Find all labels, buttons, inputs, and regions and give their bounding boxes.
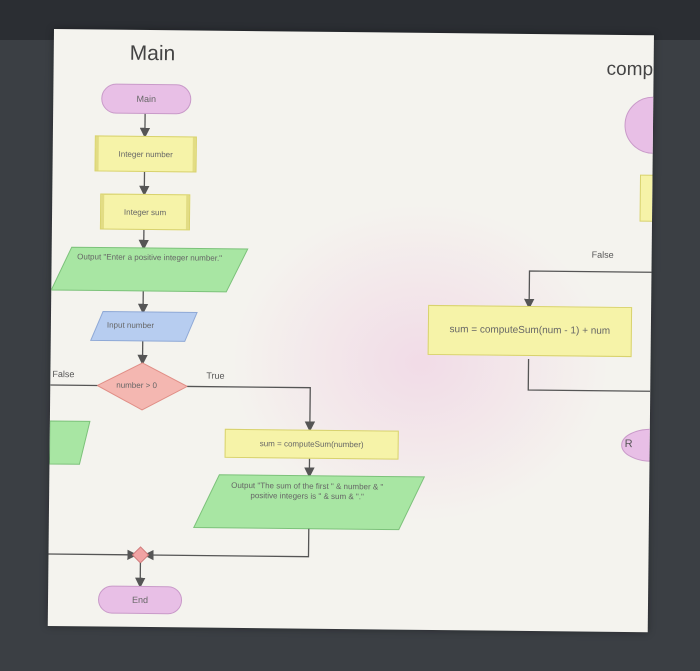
end-label: End <box>131 594 149 606</box>
flowchart-lines <box>48 96 654 589</box>
true-branch-line <box>187 385 316 432</box>
declare-sum-box: Integer sum <box>99 193 191 231</box>
decision-text: number > 0 <box>116 380 158 391</box>
input-number-shape <box>89 311 198 342</box>
output-result-shape <box>192 474 426 531</box>
compute-false-line <box>524 270 652 310</box>
main-start-label: Main <box>136 93 157 105</box>
input-number-text: Input number <box>106 320 155 331</box>
compute-declare-partial <box>639 174 654 222</box>
compute-assign-box: sum = computeSum(num - 1) + num <box>427 304 633 358</box>
declare-number-label: Integer number <box>118 149 173 159</box>
compute-title: comp <box>606 58 654 81</box>
compute-start-partial <box>624 96 654 154</box>
output-result-text: Output "The sum of the first " & number … <box>231 480 384 502</box>
merge-connector <box>131 546 150 564</box>
decision-shape <box>96 362 189 411</box>
output-prompt-shape <box>50 246 249 293</box>
merge-line-false <box>48 549 138 560</box>
compute-return-line <box>527 358 651 392</box>
false-label: False <box>52 369 75 380</box>
end-terminal: End <box>97 585 183 615</box>
declare-number-box: Integer number <box>94 135 197 173</box>
main-title: Main <box>129 41 176 66</box>
main-start-terminal: Main <box>101 83 192 115</box>
compute-assign-label: sum = computeSum(num - 1) + num <box>449 324 611 337</box>
merge-line-true <box>143 528 310 561</box>
true-label: True <box>206 370 225 381</box>
declare-sum-label: Integer sum <box>123 207 167 217</box>
flowchart-screen: Main comp Main Integer number Integer su… <box>47 29 654 633</box>
left-partial-output-shape <box>48 420 91 465</box>
assign-sum-label: sum = computeSum(number) <box>259 439 364 450</box>
compute-false-label: False <box>591 249 614 260</box>
output-prompt-text: Output "Enter a positive integer number.… <box>77 252 223 263</box>
assign-sum-box: sum = computeSum(number) <box>224 428 399 460</box>
compute-return-label: R <box>624 437 633 451</box>
